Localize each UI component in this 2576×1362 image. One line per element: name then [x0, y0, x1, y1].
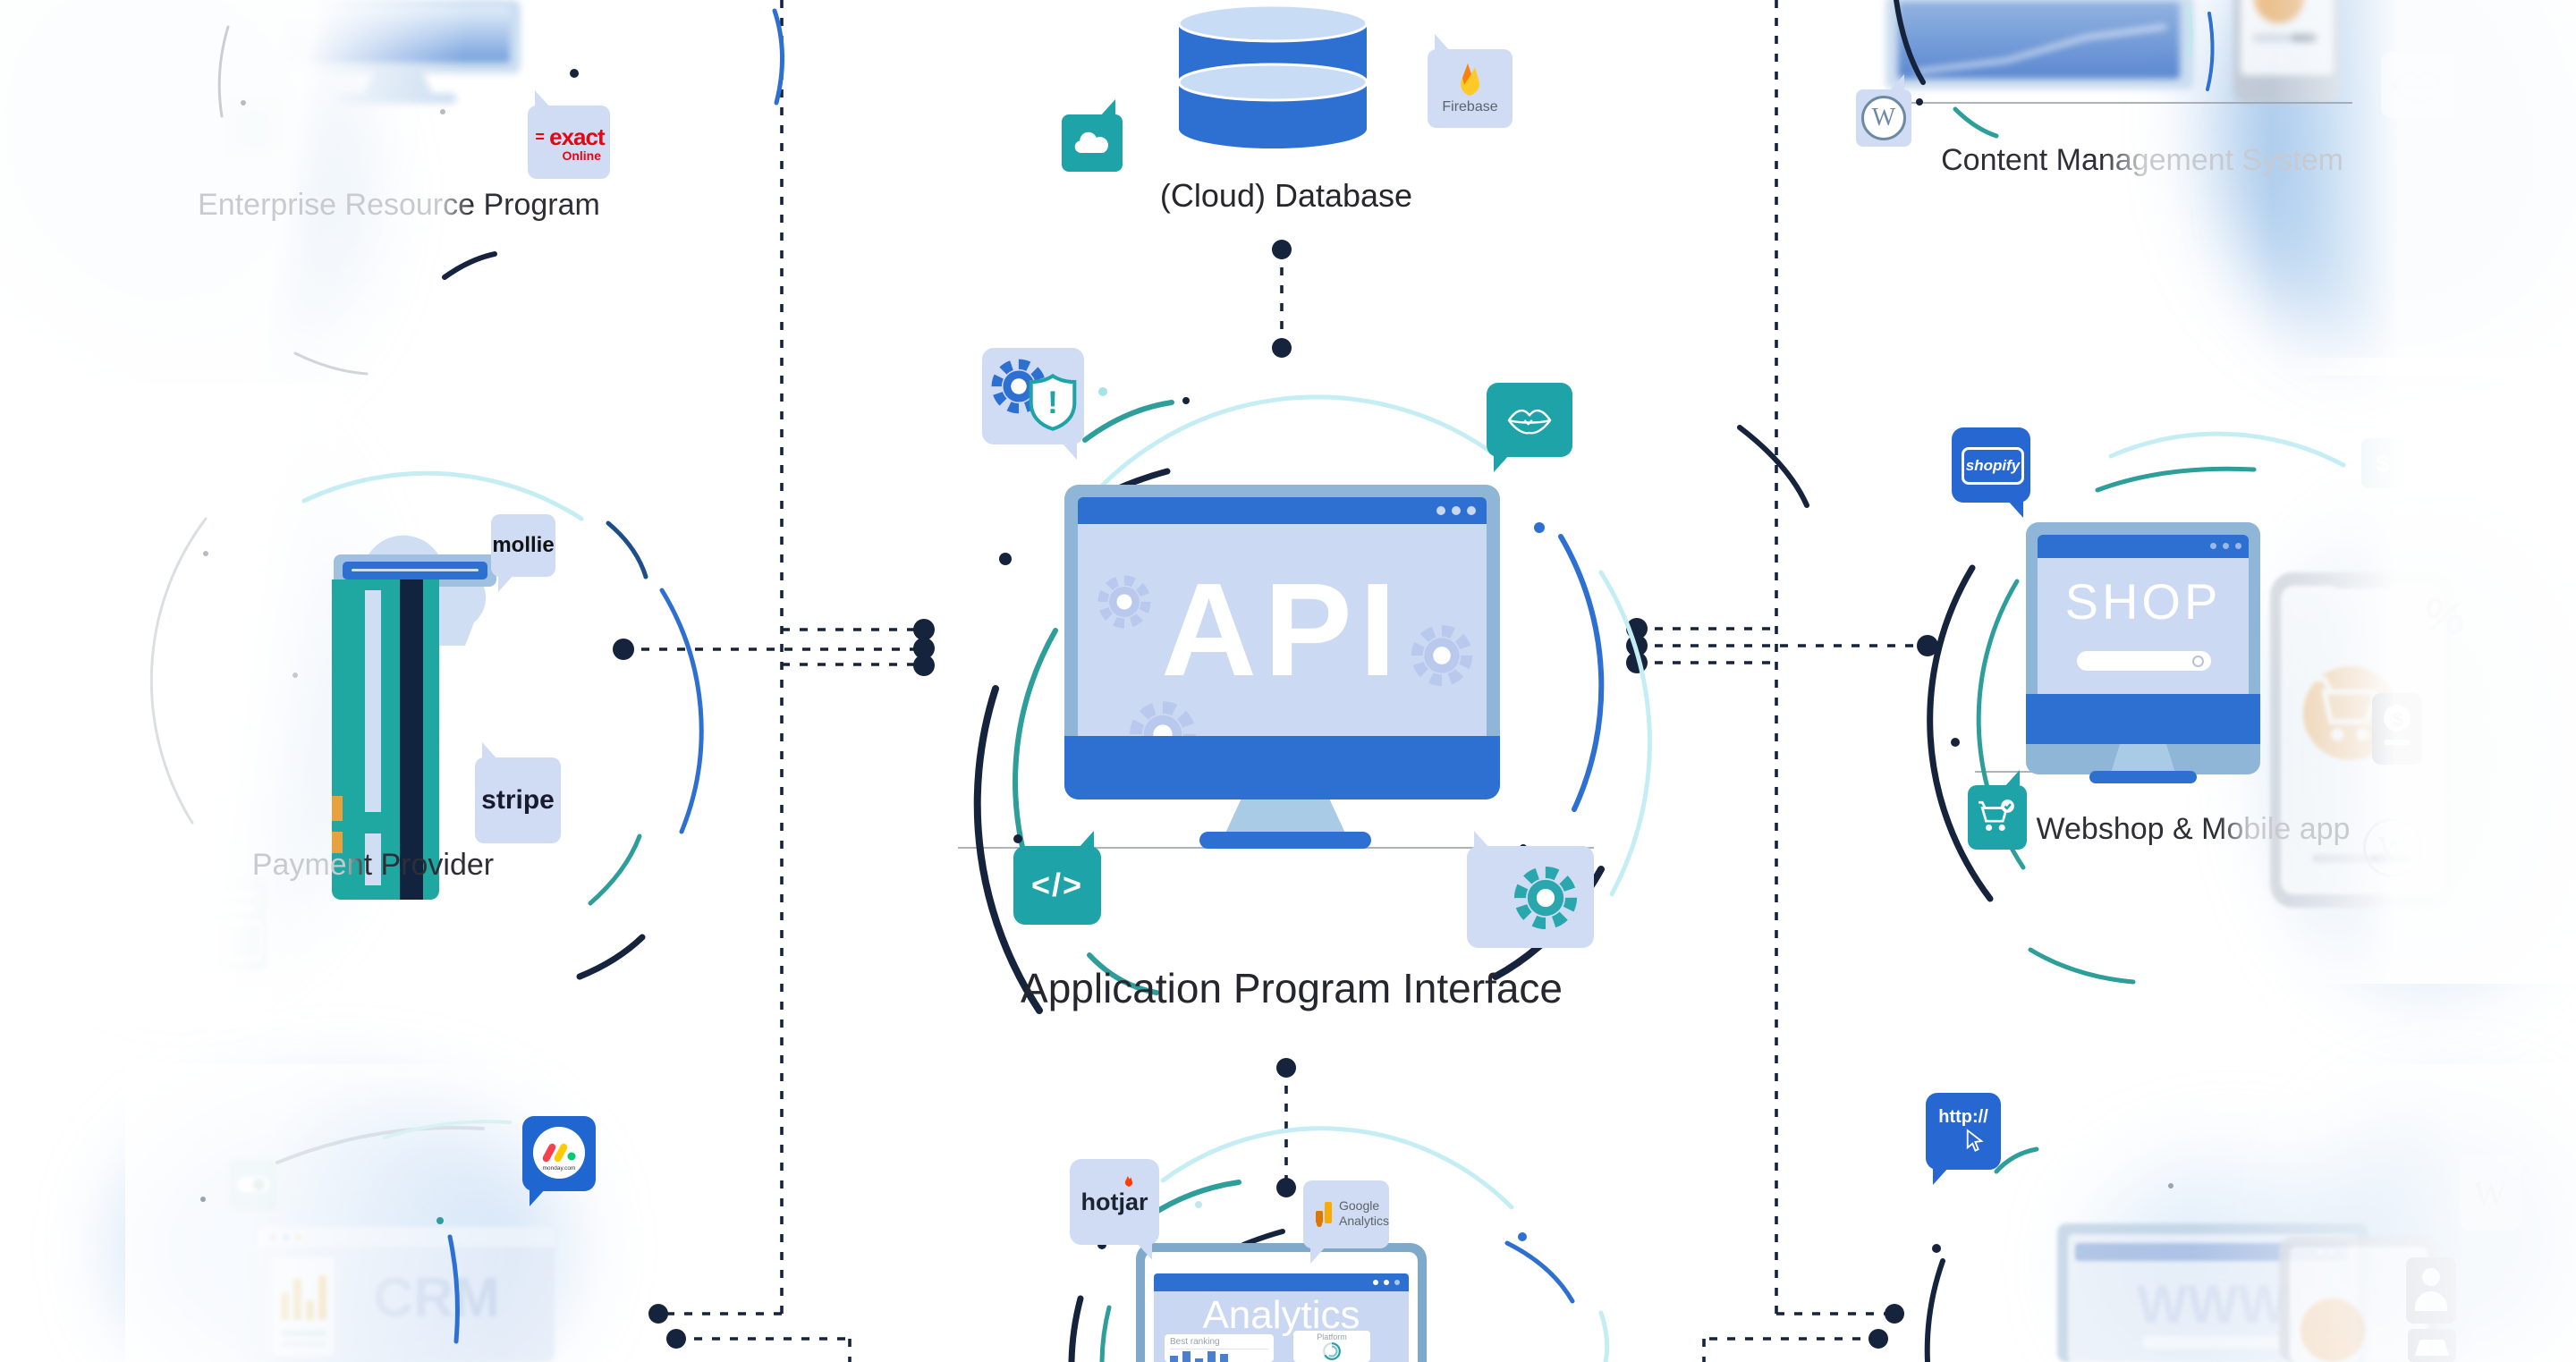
analytics-screen-text: Analytics: [1202, 1293, 1360, 1337]
gear-bubble: [1467, 831, 1594, 948]
cms-label: Content Management System: [1941, 143, 2343, 177]
google-analytics-icon: [1316, 1202, 1332, 1227]
ranking-bars: [1170, 1351, 1268, 1362]
webshop-node: SHOP shopify: [1923, 402, 2370, 903]
window-dots: [1436, 506, 1476, 515]
api-screen-text: API: [1161, 555, 1403, 704]
api-node: API ! </>: [966, 340, 1646, 948]
svg-text:monday.com: monday.com: [543, 1165, 576, 1172]
shop-monitor: SHOP: [2026, 522, 2260, 783]
analytics-screen: Analytics Best ranking Platform: [1154, 1291, 1409, 1362]
cart-bubble: [1968, 770, 2027, 850]
connector-bottom-left-2: [676, 1337, 852, 1362]
cursor-icon: [1966, 1129, 1984, 1152]
payment-node: mollie stripe: [134, 429, 689, 1002]
search-icon: [2192, 656, 2204, 667]
connector-endpoints: [613, 240, 1938, 1349]
monday-logo: monday.com: [533, 1127, 585, 1179]
gear-icon: [1512, 864, 1580, 932]
firebase-bubble: Firebase: [1428, 34, 1513, 128]
hotjar-flame-icon: [1124, 1176, 1133, 1187]
webshop-label: Webshop & Mobile app: [2036, 812, 2351, 846]
api-monitor-base: [1199, 832, 1371, 849]
http-bubble: http://: [1926, 1093, 2001, 1185]
mollie-logo: mollie: [492, 533, 555, 557]
shop-screen: SHOP: [2038, 558, 2249, 694]
shop-titlebar: [2038, 535, 2249, 558]
ranking-bar: [1208, 1351, 1216, 1362]
exact-bubble: = exact Online: [528, 90, 610, 179]
monday-bubble: monday.com: [522, 1116, 596, 1206]
card-platform-title: Platform: [1317, 1332, 1347, 1341]
api-screen: API: [1078, 524, 1487, 736]
security-gear-bubble: !: [982, 348, 1084, 460]
gear-watermark: [1127, 698, 1199, 736]
api-titlebar: [1078, 497, 1487, 524]
firebase-label: Firebase: [1442, 99, 1498, 114]
google-analytics-bubble: Google Analytics: [1303, 1180, 1390, 1264]
shop-screen-text: SHOP: [2064, 573, 2222, 630]
analytics-card-platform: Platform: [1293, 1331, 1370, 1362]
dashed-connectors: [623, 0, 1928, 1362]
shield-alert-icon: !: [1029, 373, 1077, 431]
svg-text:!: !: [1047, 385, 1058, 420]
window-dots: [2210, 543, 2241, 549]
connector-bottom-right-2: [1702, 1337, 1878, 1362]
exact-logo-name: exact: [549, 123, 605, 150]
ranking-bar: [1220, 1354, 1228, 1362]
hotjar-bubble: hotjar: [1070, 1159, 1159, 1260]
cloud-icon: [1074, 131, 1108, 153]
database-label: (Cloud) Database: [1159, 177, 1413, 214]
wordpress-bubble: W: [1856, 74, 1911, 147]
ga-label-line1: Google: [1339, 1198, 1380, 1213]
shop-monitor-base: [2089, 771, 2197, 783]
mollie-bubble: mollie: [491, 514, 555, 592]
analytics-node: Analytics Best ranking Platform hotjar: [1029, 1118, 1583, 1362]
cloud-bubble: [1062, 99, 1123, 172]
database-icon: [1179, 4, 1367, 148]
card-ranking-title: Best ranking: [1170, 1337, 1268, 1349]
shop-search-bar: [2077, 651, 2211, 671]
shopify-bubble: shopify: [1952, 427, 2030, 518]
shop-monitor-stand: [2111, 744, 2175, 773]
api-monitor: API: [1064, 485, 1500, 799]
http-label: http://: [1938, 1107, 1988, 1127]
analytics-tablet: Analytics Best ranking Platform: [1136, 1243, 1427, 1362]
stripe-bubble: stripe: [475, 742, 561, 843]
ga-label-line2: Analytics: [1339, 1214, 1390, 1228]
code-icon: </>: [1030, 867, 1084, 903]
payment-label: Payment Provider: [251, 848, 495, 882]
shopify-logo: shopify: [1965, 457, 2021, 474]
lips-bubble: [1487, 383, 1572, 472]
credit-card: [332, 579, 439, 900]
lips-icon: [1507, 409, 1552, 434]
analytics-titlebar: [1154, 1273, 1409, 1291]
ranking-bar: [1182, 1351, 1191, 1362]
api-caption: Application Program Interface: [1021, 965, 1563, 1011]
code-bubble: </>: [1013, 831, 1101, 925]
firebase-icon: [1461, 63, 1479, 96]
stripe-logo: stripe: [481, 785, 555, 815]
ranking-bar: [1170, 1356, 1178, 1362]
cart-check-icon: [1979, 799, 2014, 832]
api-monitor-bottom: [1064, 736, 1500, 799]
erp-label: Enterprise Resource Program: [198, 188, 600, 222]
shop-monitor-bottom: [2026, 694, 2260, 744]
gear-watermark: [1096, 573, 1153, 630]
exact-logo-prefix: =: [535, 128, 544, 146]
gear-watermark: [1409, 622, 1475, 689]
platform-donut: [1323, 1342, 1341, 1360]
exact-logo-sub: Online: [562, 148, 601, 163]
wordpress-icon: W: [1861, 96, 1906, 140]
ranking-bar: [1195, 1358, 1203, 1362]
analytics-card-ranking: Best ranking: [1165, 1334, 1274, 1362]
api-monitor-stand: [1224, 799, 1347, 837]
hotjar-logo: hotjar: [1080, 1188, 1148, 1215]
